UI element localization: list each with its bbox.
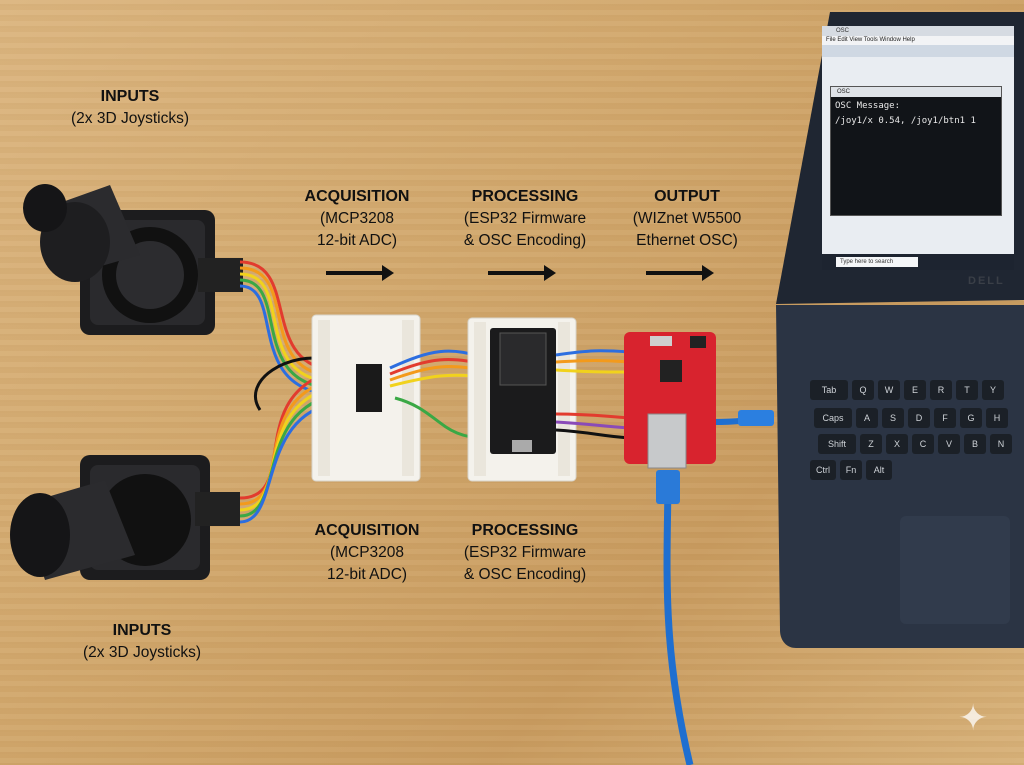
menu-bar[interactable]: File Edit View Tools Window Help — [822, 36, 1014, 45]
output-top-line1: (WIZnet W5500 — [632, 210, 742, 227]
key-alt[interactable]: Alt — [866, 460, 892, 480]
inputs-top-title: INPUTS — [100, 88, 160, 105]
key-fn[interactable]: Fn — [840, 460, 862, 480]
key-caps-lock[interactable]: Caps Lock — [814, 408, 852, 443]
joystick-wires — [239, 260, 331, 524]
processing-bottom-line1: (ESP32 Firmware — [463, 544, 587, 561]
key-g[interactable]: G — [960, 408, 982, 428]
acquisition-top-title: ACQUISITION — [304, 188, 410, 205]
key-e[interactable]: E — [904, 380, 926, 400]
acquisition-top-line1: (MCP3208 — [319, 210, 395, 227]
label-acquisition-top: ACQUISITION (MCP3208 12-bit ADC) — [282, 186, 432, 252]
acquisition-bottom-line2: 12-bit ADC) — [326, 566, 408, 583]
inputs-bottom-detail: (2x 3D Joysticks) — [83, 644, 201, 661]
ethernet-plug — [656, 470, 680, 504]
sparkle-icon: ✦ — [958, 697, 989, 738]
key-t[interactable]: T — [956, 380, 978, 400]
key-s[interactable]: S — [882, 408, 904, 428]
breadboard-adc — [311, 314, 421, 482]
acquisition-bottom-title: ACQUISITION — [314, 522, 420, 539]
label-inputs-top: INPUTS (2x 3D Joysticks) — [50, 86, 210, 130]
joystick-bottom — [10, 455, 240, 580]
processing-top-title: PROCESSING — [471, 188, 579, 205]
key-d[interactable]: D — [908, 408, 930, 428]
inputs-top-detail: (2x 3D Joysticks) — [71, 110, 189, 127]
key-n[interactable]: N — [990, 434, 1012, 454]
arrow-processing — [488, 265, 556, 281]
label-processing-top: PROCESSING (ESP32 Firmware & OSC Encodin… — [440, 186, 610, 252]
label-output-top: OUTPUT (WIZnet W5500 Ethernet OSC) — [612, 186, 762, 252]
label-processing-bottom: PROCESSING (ESP32 Firmware & OSC Encodin… — [440, 520, 610, 586]
laptop-screen: OSC File Edit View Tools Window Help OSC… — [822, 26, 1014, 270]
acquisition-top-line2: 12-bit ADC) — [316, 232, 398, 249]
processing-top-line2: & OSC Encoding) — [463, 232, 587, 249]
arrow-acquisition — [326, 265, 394, 281]
key-c[interactable]: C — [912, 434, 934, 454]
key-h[interactable]: H — [986, 408, 1008, 428]
key-z[interactable]: Z — [860, 434, 882, 454]
acquisition-bottom-line1: (MCP3208 — [329, 544, 405, 561]
osc-terminal[interactable]: OSC OSC Message: /joy1/x 0.54, /joy1/btn… — [830, 86, 1002, 216]
breadboard-esp32 — [467, 317, 577, 482]
key-f[interactable]: F — [934, 408, 956, 428]
key-b[interactable]: B — [964, 434, 986, 454]
output-wires — [555, 349, 631, 440]
label-inputs-bottom: INPUTS (2x 3D Joysticks) — [62, 620, 222, 664]
key-ctrl[interactable]: Ctrl — [810, 460, 836, 480]
taskbar-search[interactable]: Type here to search — [836, 257, 918, 267]
terminal-title: OSC — [831, 87, 1001, 97]
key-w[interactable]: W — [878, 380, 900, 400]
arrow-output — [646, 265, 714, 281]
key-shift[interactable]: Shift — [818, 434, 856, 454]
key-q[interactable]: Q — [852, 380, 874, 400]
processing-bottom-title: PROCESSING — [471, 522, 579, 539]
ethernet-cable — [663, 469, 694, 765]
key-v[interactable]: V — [938, 434, 960, 454]
inputs-bottom-title: INPUTS — [112, 622, 172, 639]
joystick-top — [23, 184, 243, 335]
terminal-line-2: /joy1/x 0.54, /joy1/btn1 1 — [835, 116, 976, 126]
key-x[interactable]: X — [886, 434, 908, 454]
laptop-brand: DELL — [968, 275, 1005, 287]
usb-plug — [738, 410, 774, 426]
label-acquisition-bottom: ACQUISITION (MCP3208 12-bit ADC) — [292, 520, 442, 586]
w5500-board — [624, 332, 716, 469]
key-a[interactable]: A — [856, 408, 878, 428]
key-y[interactable]: Y — [982, 380, 1004, 400]
tab-strip[interactable] — [822, 45, 1014, 57]
processing-bottom-line2: & OSC Encoding) — [463, 566, 587, 583]
terminal-line-1: OSC Message: — [835, 101, 901, 111]
key-tab[interactable]: Tab — [810, 380, 848, 400]
taskbar: Type here to search — [822, 254, 1014, 270]
key-r[interactable]: R — [930, 380, 952, 400]
processing-top-line1: (ESP32 Firmware — [463, 210, 587, 227]
output-top-line2: Ethernet OSC) — [636, 232, 738, 249]
output-top-title: OUTPUT — [654, 188, 720, 205]
window-title: OSC — [822, 26, 1014, 36]
